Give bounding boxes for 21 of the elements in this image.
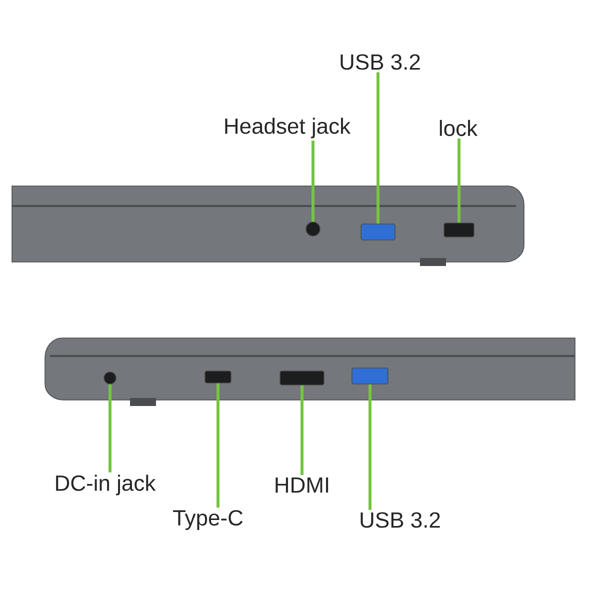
leader-line	[368, 384, 372, 510]
power-jack	[104, 372, 116, 384]
port-label: Headset jack	[225, 118, 351, 138]
leader-line	[108, 384, 112, 472]
usb-c-port	[204, 370, 232, 384]
leader-line	[458, 138, 460, 223]
lock-slot	[444, 222, 474, 238]
port-label: USB 3.2	[360, 512, 440, 528]
leader-line	[312, 140, 314, 222]
port-label: DC-in jack	[56, 474, 156, 496]
leader-line	[300, 385, 304, 476]
port-label: Type-C	[173, 510, 243, 530]
leader-line	[376, 72, 380, 224]
port-label: HDMI	[276, 477, 328, 493]
leader-line	[216, 383, 220, 508]
audio-jack	[306, 222, 320, 236]
usb-port	[360, 224, 396, 240]
hdmi-port	[280, 370, 324, 386]
port-label: lock	[440, 120, 478, 136]
usb-port	[352, 368, 388, 384]
port-label: USB 3.2	[340, 54, 420, 70]
